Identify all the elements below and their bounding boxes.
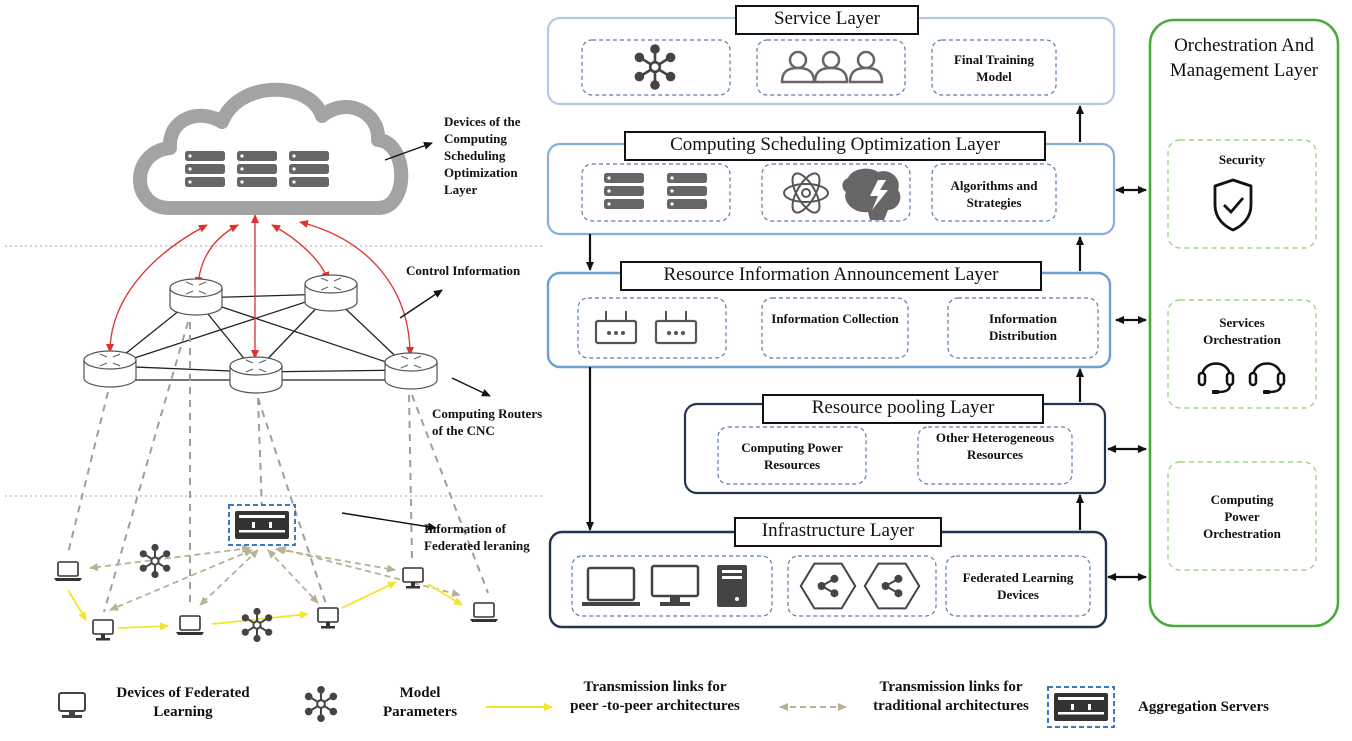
- cloud-devices-label: Devices of the Computing Scheduling Opti…: [444, 114, 521, 197]
- fl-info-label: Information of Federated leraning: [424, 521, 530, 553]
- resource-info-layer-title: Resource Information Announcement Layer: [620, 261, 1042, 291]
- traditional-links: [89, 545, 461, 611]
- control-links: [106, 214, 414, 359]
- algorithms-label: Algorithms and Strategies: [950, 178, 1038, 210]
- annotation-arrows: [341, 141, 491, 531]
- heterogeneous-resources-label: Other Heterogeneous Resources: [935, 430, 1055, 462]
- computing-power-resources-label: Computing Power Resources: [741, 440, 843, 472]
- computing-layer-slots: [581, 163, 1057, 222]
- cloud-server-icon: [185, 151, 329, 187]
- fl-devices-label: Federated Learning Devices: [962, 570, 1074, 602]
- pooling-layer-slots: [717, 426, 1073, 485]
- p2p-links: [67, 581, 463, 631]
- atom-icon: [783, 172, 829, 214]
- legend-traditional-label: Transmission links for traditional archi…: [873, 679, 1029, 714]
- layer-flow-arrows: [586, 105, 1147, 581]
- service-layer-title: Service Layer: [735, 5, 919, 35]
- tower-icon: [717, 565, 747, 607]
- legend-devices-label: Devices of Federated Learning: [116, 685, 250, 720]
- info-collection-label: Information Collection: [771, 311, 899, 326]
- routers-label: Computing Routers of the CNC: [432, 406, 543, 438]
- orchestration-slots: [1167, 139, 1317, 571]
- security-label: Security: [1218, 152, 1266, 167]
- legend-device-icon: [58, 692, 86, 718]
- brain-bolt-icon: [842, 168, 901, 220]
- service-layer-slots: [581, 39, 1057, 96]
- services-orchestration-label: Services Orchestration: [1203, 315, 1281, 347]
- legend-aggregation-label: Aggregation Servers: [1138, 699, 1269, 715]
- legend-aggregation-icon: [1047, 686, 1115, 728]
- info-distribution-label: Information Distribution: [989, 311, 1057, 343]
- infra-layer-slots: [571, 555, 1091, 617]
- orchestration-title: Orchestration And Management Layer: [1169, 35, 1319, 81]
- infra-layer-title: Infrastructure Layer: [734, 517, 942, 547]
- orchestration-panel: [1148, 18, 1340, 628]
- computing-layer-title: Computing Scheduling Optimization Layer: [624, 131, 1046, 161]
- model-parameters-icon: [138, 542, 274, 644]
- final-training-model-label: Final Training Model: [953, 52, 1035, 84]
- power-orchestration-label: Computing Power Orchestration: [1203, 492, 1281, 541]
- users-icon: [780, 50, 884, 84]
- legend-p2p-label: Transmission links for peer -to-peer arc…: [570, 679, 740, 714]
- pooling-layer-title: Resource pooling Layer: [762, 394, 1044, 424]
- legend-model-label: Model Parameters: [382, 685, 458, 720]
- aggregation-server-icon: [228, 504, 296, 546]
- shield-check-icon: [1213, 178, 1253, 232]
- legend-model-icon: [304, 685, 338, 723]
- laptop-icon: [582, 566, 640, 606]
- computing-router-icon: [83, 274, 438, 394]
- cloud-icon: [133, 82, 409, 215]
- control-info-label: Control Information: [406, 263, 521, 278]
- network-icon: [634, 44, 676, 90]
- monitor-icon: [650, 564, 700, 606]
- resource-info-layer-slots: [577, 297, 1099, 359]
